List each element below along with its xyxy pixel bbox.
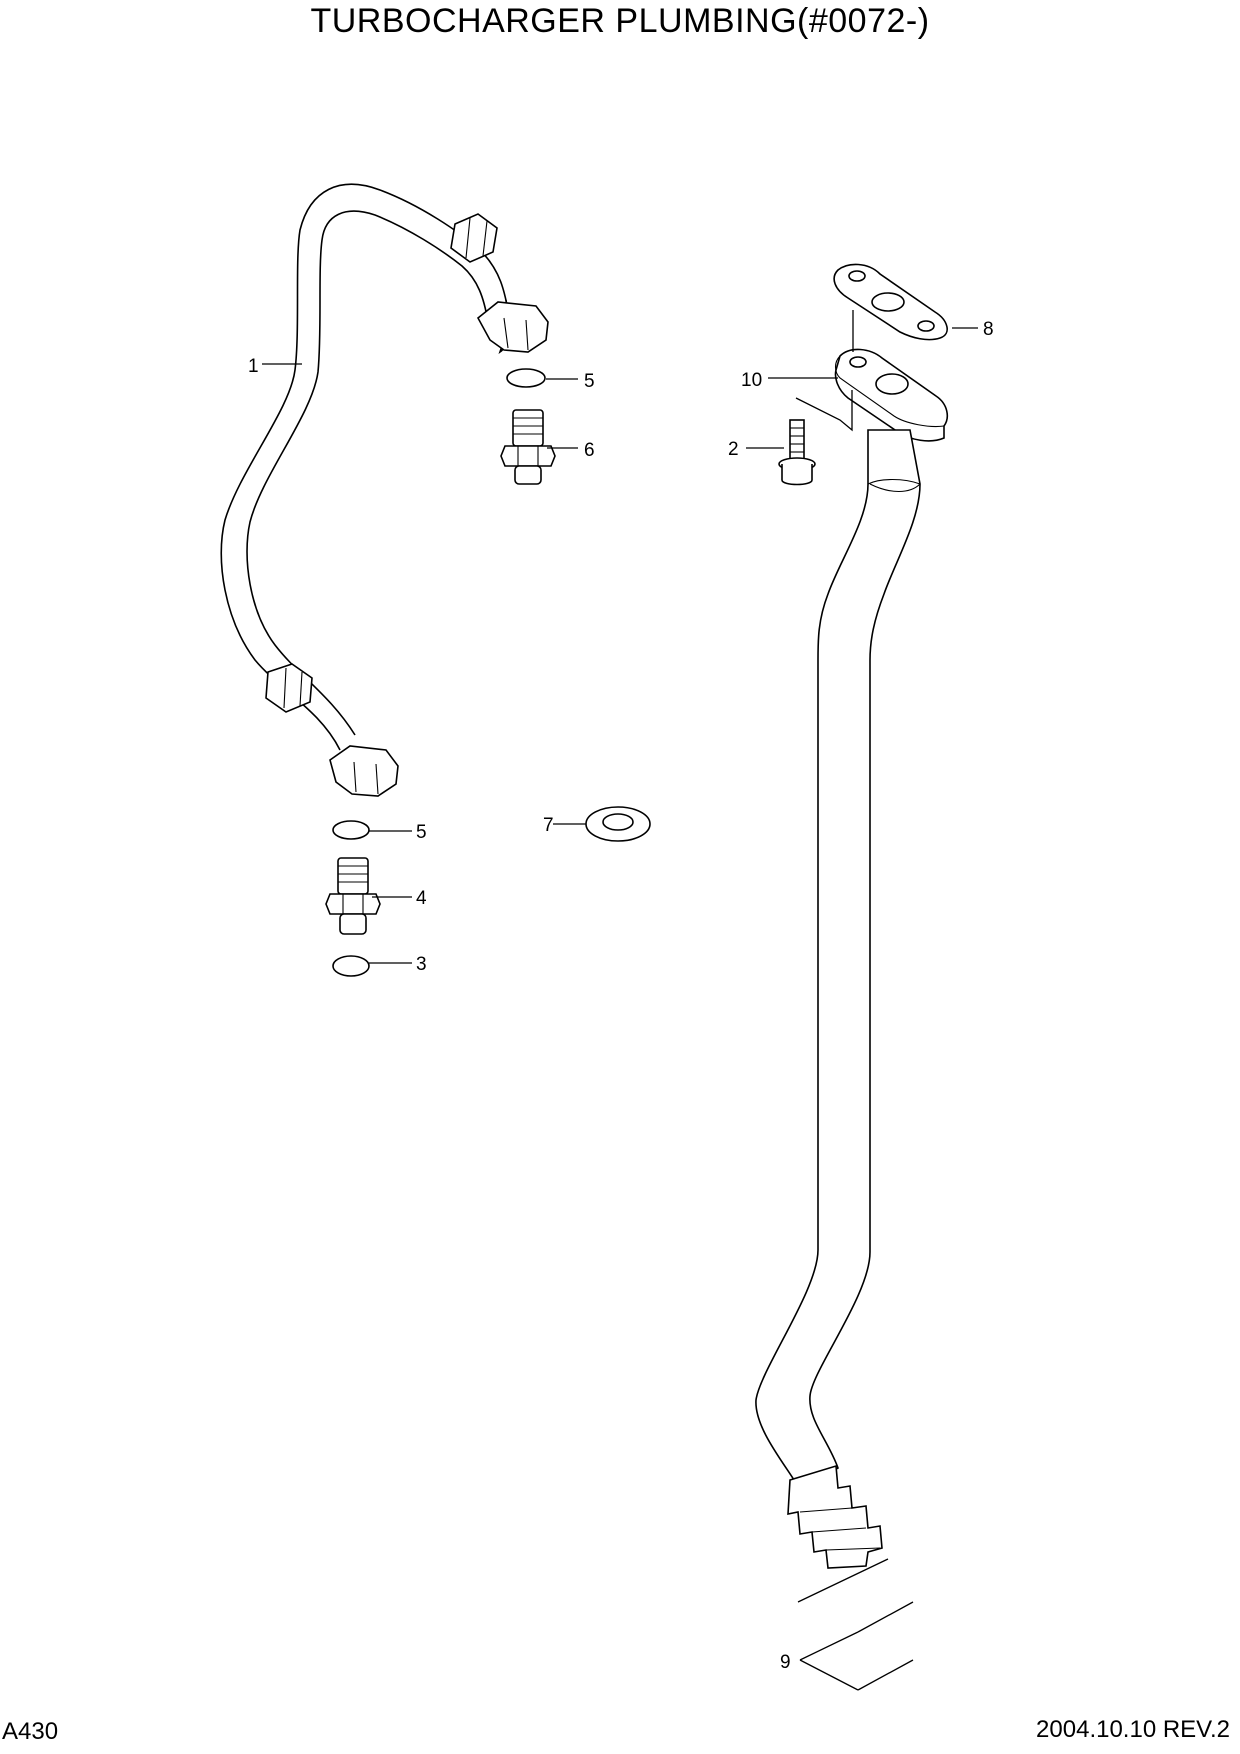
callout-5-upper: 5 xyxy=(584,371,595,392)
bolt-part-2 xyxy=(778,419,816,486)
callout-3: 3 xyxy=(416,954,427,975)
gasket-part-8 xyxy=(833,263,948,341)
callout-7: 7 xyxy=(543,815,554,836)
callout-9: 9 xyxy=(780,1652,791,1673)
revision-date: 2004.10.10 REV.2 xyxy=(1036,1716,1230,1743)
callout-2: 2 xyxy=(728,439,739,460)
pipe-1-lower-fitting xyxy=(329,745,399,797)
flange-part-10 xyxy=(834,348,949,442)
connector-part-6 xyxy=(500,409,556,485)
connector-part-4 xyxy=(325,857,381,935)
o-ring-part-3 xyxy=(332,955,370,977)
drain-pipe-part-9 xyxy=(755,429,921,1569)
pipe-1-upper-fitting xyxy=(476,299,549,355)
pipe-1-lower-nut xyxy=(265,663,313,713)
callout-labels: 1 5 6 10 8 2 7 5 4 3 9 xyxy=(248,319,994,1673)
leader-lines xyxy=(262,310,978,1691)
callout-4: 4 xyxy=(416,888,427,909)
callout-5-lower: 5 xyxy=(416,822,427,843)
page-code: A430 xyxy=(2,1718,59,1745)
pipe-1-upper-nut xyxy=(450,213,498,263)
pipe-assembly-part-1 xyxy=(220,183,549,797)
callout-8: 8 xyxy=(983,319,994,340)
o-ring-part-5-upper xyxy=(506,368,546,388)
page-title: TURBOCHARGER PLUMBING(#0072-) xyxy=(310,2,930,40)
o-ring-part-5-lower xyxy=(332,820,370,840)
pipe-1-inner xyxy=(246,210,489,736)
callout-10: 10 xyxy=(741,370,762,391)
callout-6: 6 xyxy=(584,440,595,461)
washer-part-7 xyxy=(585,806,651,842)
callout-1: 1 xyxy=(248,356,259,377)
